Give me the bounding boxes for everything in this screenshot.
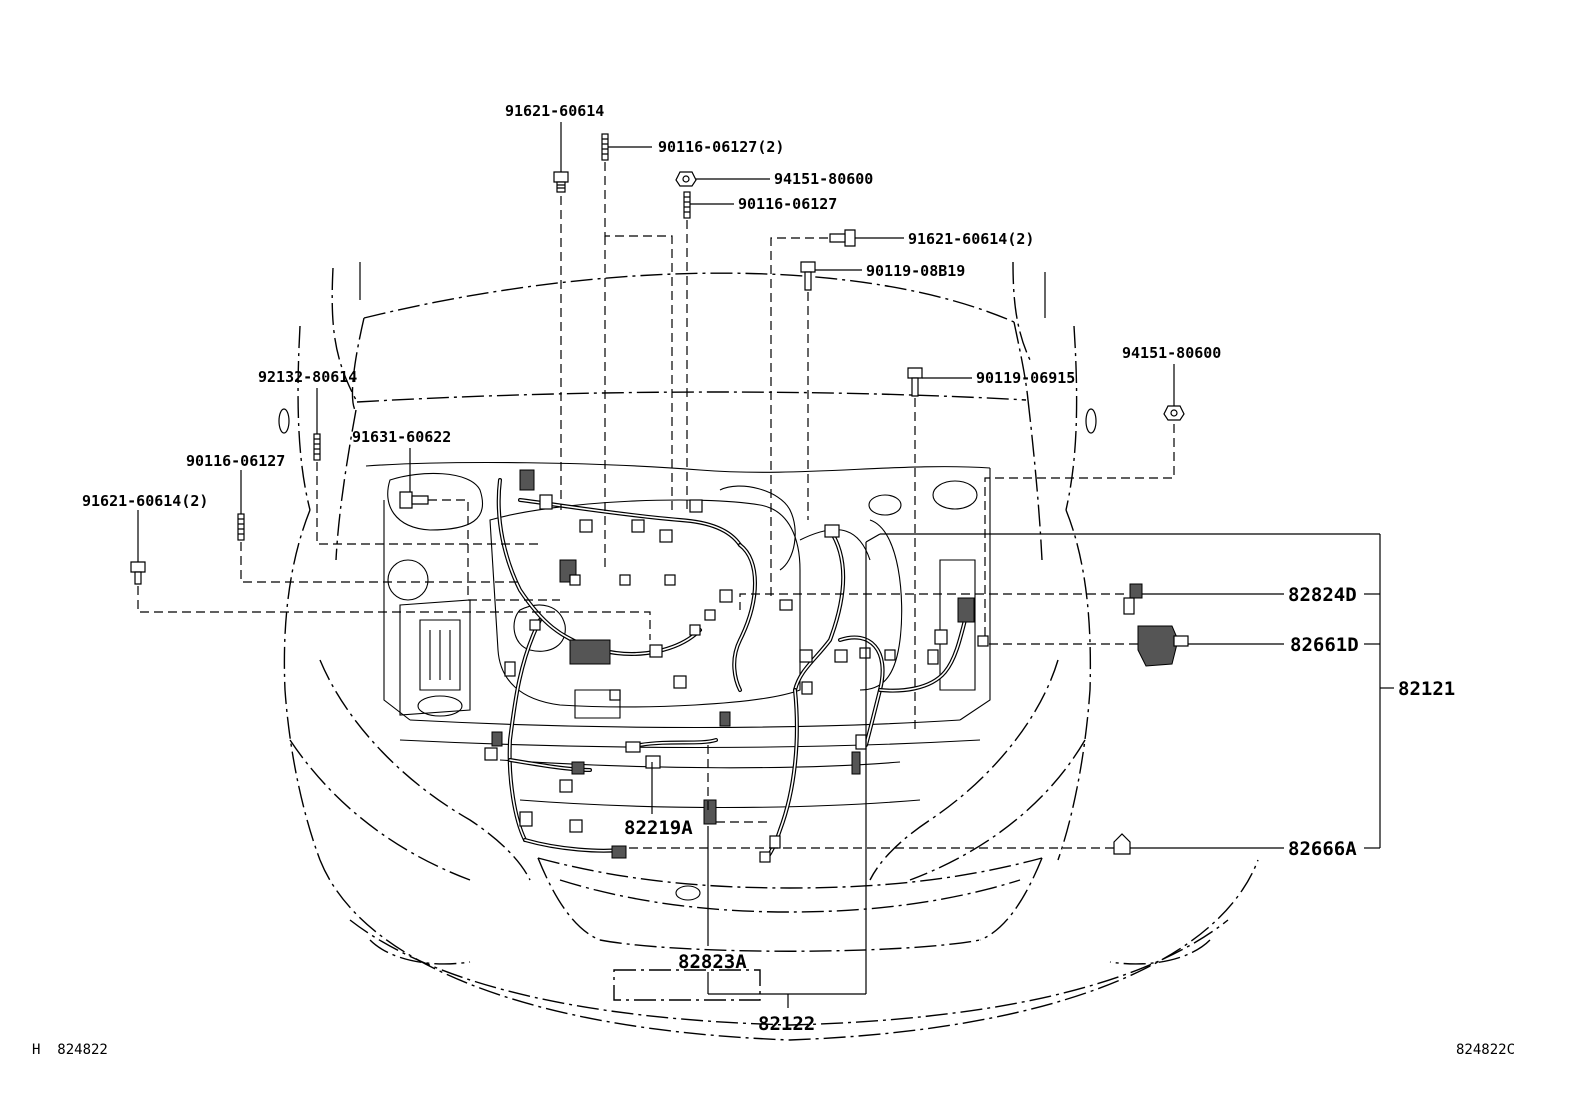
label-82219a: 82219A	[624, 817, 693, 839]
label-90116-06127-2: 90116-06127(2)	[658, 138, 784, 156]
dashed-leader-lines	[137, 162, 1175, 849]
fasteners	[130, 133, 1185, 585]
footer-right-code: 824822C	[1456, 1042, 1515, 1058]
label-94151-80600-top: 94151-80600	[774, 170, 873, 188]
nut-94151-80600-right-icon	[1163, 405, 1185, 421]
bolt-91631-60622-icon	[399, 491, 429, 509]
label-90119-08b19: 90119-08B19	[866, 262, 965, 280]
label-82121: 82121	[1398, 678, 1455, 700]
label-90119-06915: 90119-06915	[976, 369, 1075, 387]
footer-left-code: H 824822	[32, 1042, 108, 1058]
bracket-82661d-icon	[1137, 625, 1189, 667]
stud-90116-06127-top-icon	[683, 191, 691, 219]
bolt-90119-08b19-icon	[800, 261, 816, 291]
nut-94151-80600-top-icon	[675, 171, 697, 187]
vehicle-body-outline	[278, 261, 1259, 1041]
bolt-91621-60614-top-icon	[553, 171, 569, 193]
label-82823a: 82823A	[678, 951, 747, 973]
footer: H 824822 824822C	[32, 1042, 1515, 1058]
label-82122: 82122	[758, 1013, 815, 1035]
clamp-82666a-icon	[1113, 833, 1131, 855]
label-90116-06127-left: 90116-06127	[186, 452, 285, 470]
label-82824d: 82824D	[1288, 584, 1357, 606]
label-91621-60614-2-left: 91621-60614(2)	[82, 492, 208, 510]
label-82666a: 82666A	[1288, 838, 1357, 860]
bolt-90119-06915-icon	[907, 367, 923, 397]
label-91621-60614-2-right: 91621-60614(2)	[908, 230, 1034, 248]
solid-leader-lines	[137, 122, 1394, 1008]
clamp-82824d-icon	[1123, 583, 1143, 615]
part-number-labels: 91621-60614 90116-06127(2) 94151-80600 9…	[82, 102, 1455, 1035]
label-91621-60614-top: 91621-60614	[505, 102, 604, 120]
label-92132-80614: 92132-80614	[258, 368, 357, 386]
relay-and-clamps	[1113, 583, 1189, 855]
label-91631-60622: 91631-60622	[352, 428, 451, 446]
label-90116-06127-top: 90116-06127	[738, 195, 837, 213]
label-94151-80600-right: 94151-80600	[1122, 344, 1221, 362]
label-82661d: 82661D	[1290, 634, 1359, 656]
stud-90116-06127-left-icon	[237, 513, 245, 541]
wire-harness	[484, 469, 989, 863]
stud-90116-06127-2-icon	[601, 133, 609, 161]
stud-92132-80614-icon	[313, 433, 321, 461]
bolt-91621-60614-2-right-icon	[829, 229, 856, 247]
bolt-91621-60614-2-left-icon	[130, 561, 146, 585]
